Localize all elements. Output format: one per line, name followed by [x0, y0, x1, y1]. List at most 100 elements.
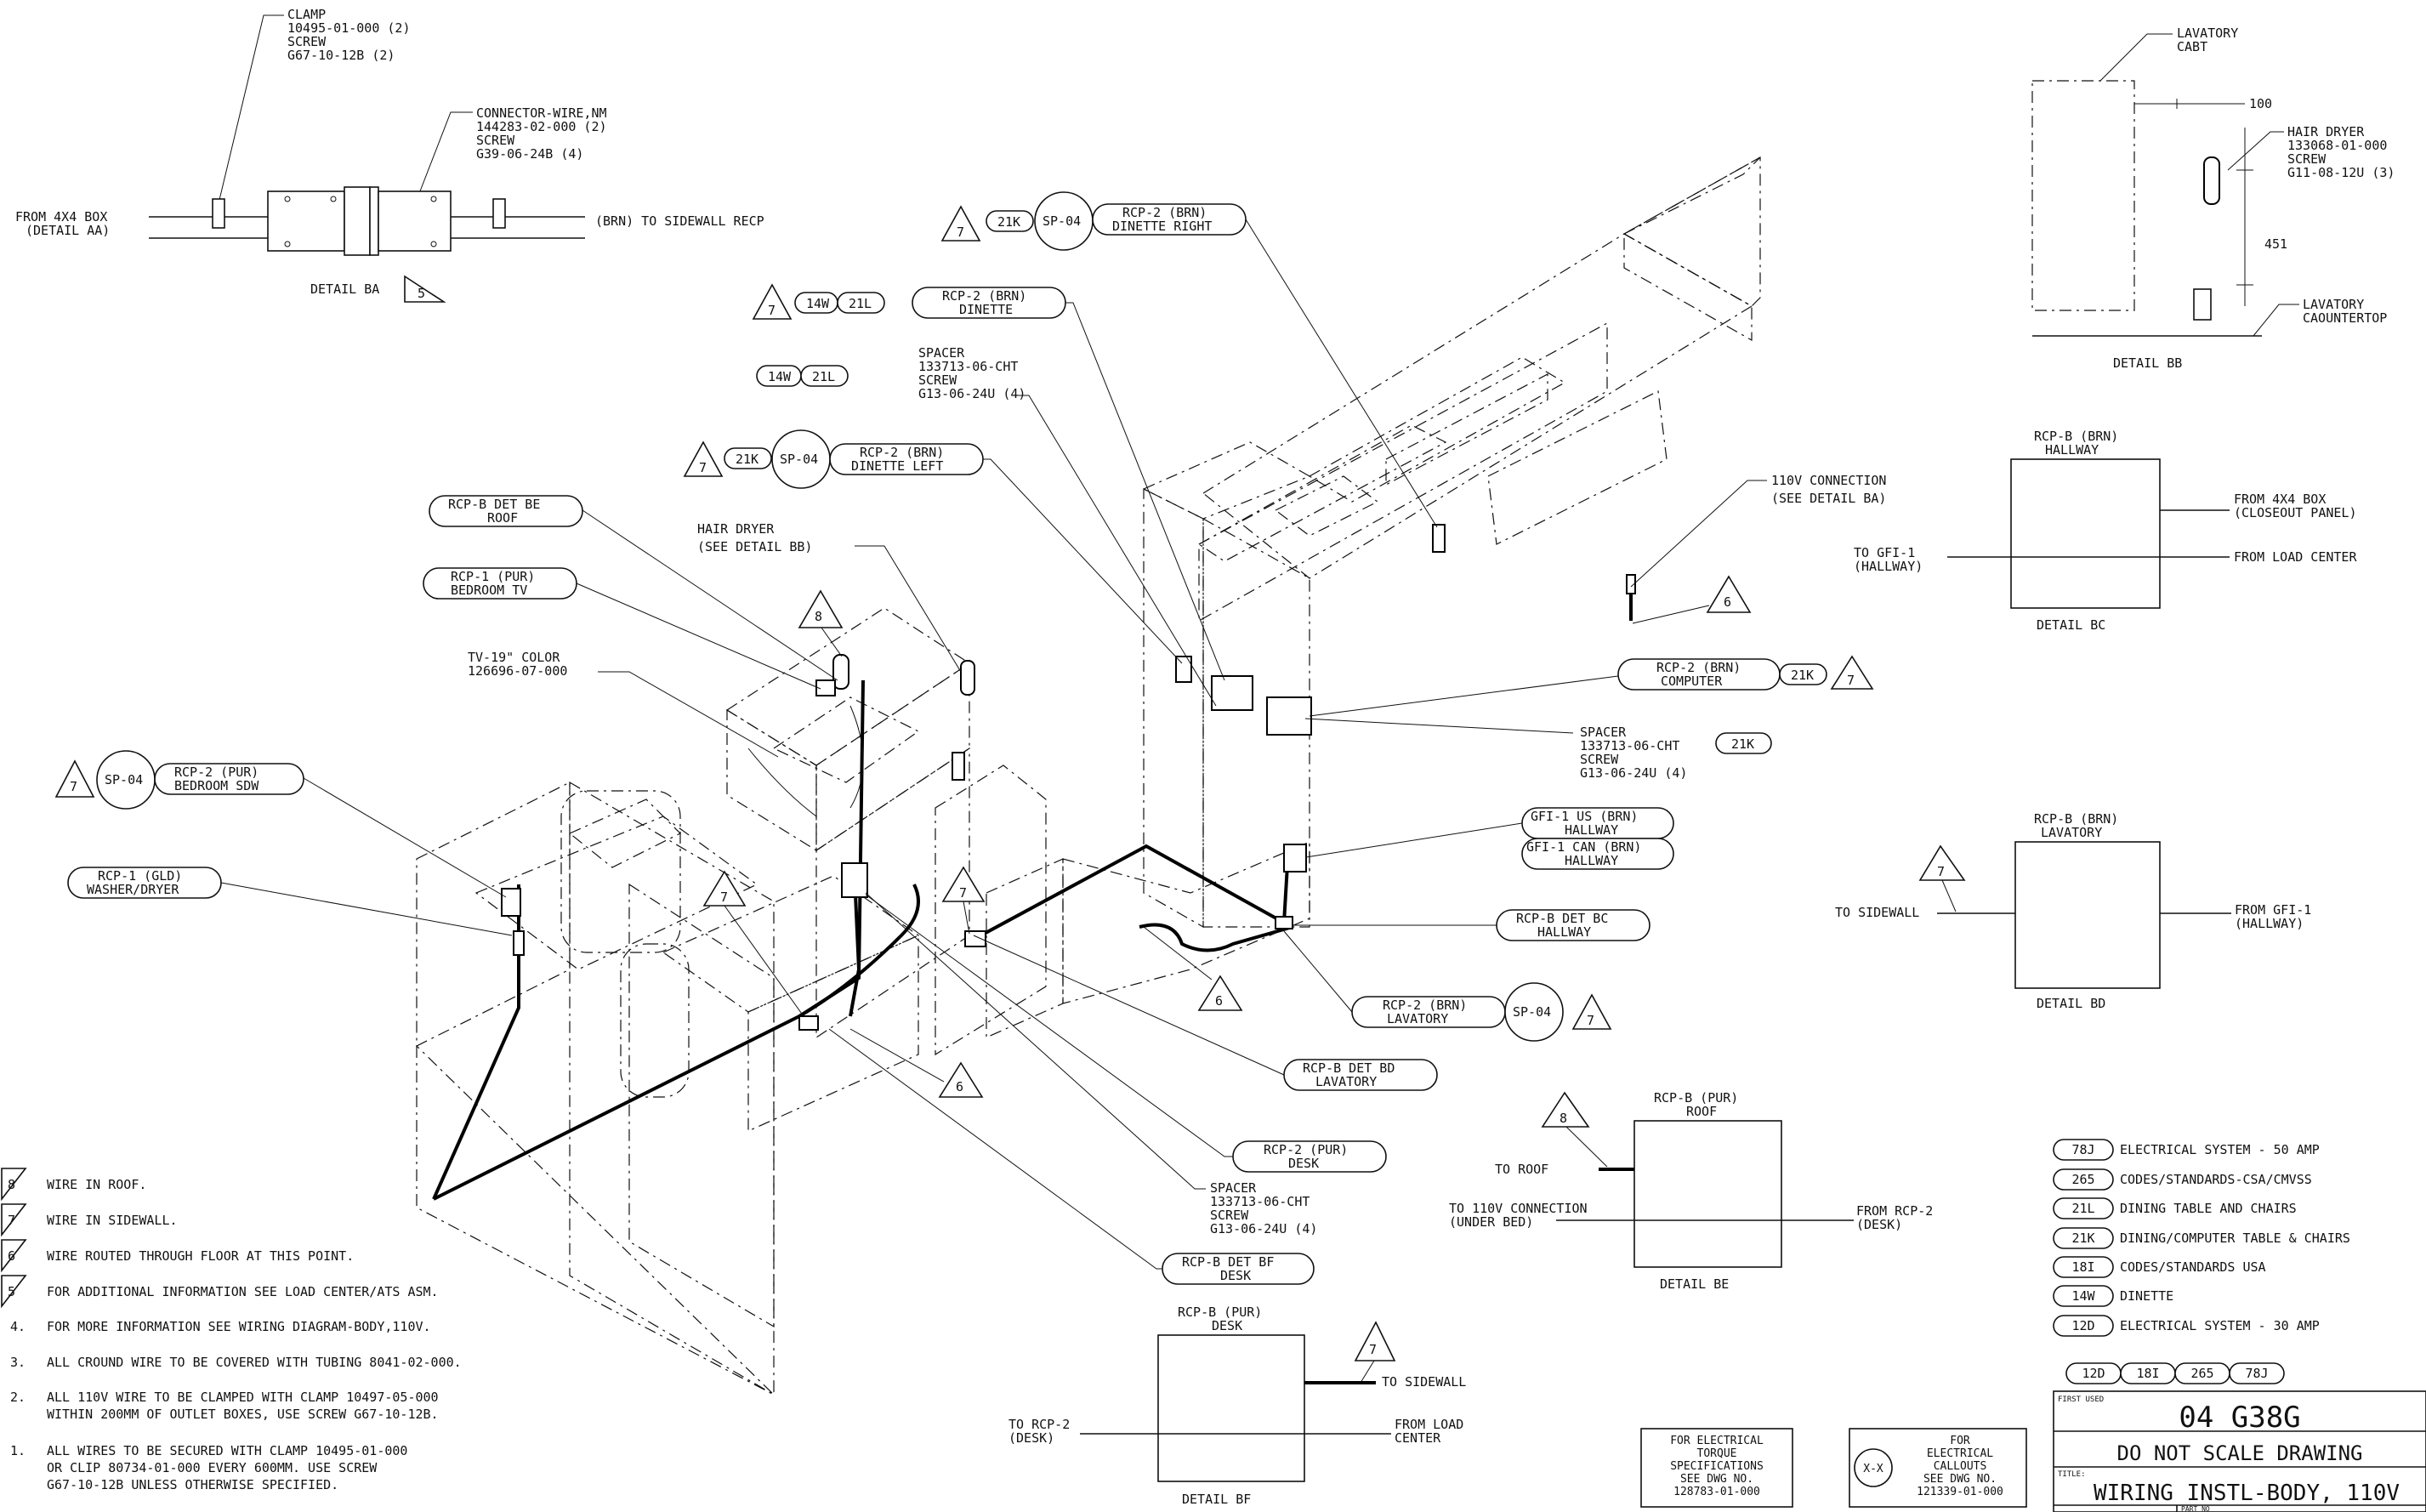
drawing-label: SCREW — [1210, 1208, 1249, 1223]
drawing-label: DINETTE LEFT — [851, 458, 943, 474]
drawing-label: DINETTE RIGHT — [1112, 219, 1212, 234]
drawing-label: RCP-1 (PUR) — [451, 569, 535, 584]
drawing-label: 21K — [1791, 668, 1814, 683]
drawing-label: SCREW — [476, 133, 515, 148]
drawing-label: FOR — [1950, 1435, 1970, 1447]
drawing-label: RCP-2 (BRN) — [1656, 660, 1741, 675]
drawing-label: (SEE DETAIL BA) — [1771, 491, 1886, 506]
first-used-value: 04 G38G — [2179, 1401, 2300, 1435]
drawing-label: 7 — [1937, 864, 1945, 879]
drawing-label: DETAIL BB — [2113, 355, 2182, 371]
drawing-label: (BRN) TO SIDEWALL RECP — [595, 213, 764, 229]
drawing-label: 21L — [812, 369, 835, 384]
drawing-label: GFI-1 CAN (BRN) — [1526, 839, 1641, 855]
drawing-label: 133713-06-CHT — [1580, 738, 1679, 753]
drawing-label: TO 110V CONNECTION — [1449, 1201, 1588, 1216]
drawing-label: HAIR DRYER — [2287, 124, 2365, 139]
note-text: OR CLIP 80734-01-000 EVERY 600MM. USE SC… — [47, 1460, 378, 1475]
drawing-label: RCP-2 (BRN) — [860, 445, 944, 460]
drawing-label: RCP-2 (BRN) — [942, 288, 1026, 304]
note-flag-triangle — [1, 1275, 27, 1309]
legend-code-pill — [2053, 1168, 2114, 1191]
drawing-label: LAVATORY — [1387, 1011, 1448, 1026]
drawing-label: 144283-02-000 (2) — [476, 119, 607, 134]
drawing-label: RCP-B DET BF — [1182, 1254, 1274, 1270]
drawing-label: LAVATORY — [2303, 297, 2364, 312]
drawing-label: HALLWAY — [1565, 822, 1618, 838]
drawing-label: CABT — [2177, 39, 2207, 54]
drawing-label: FROM GFI-1 — [2235, 902, 2311, 918]
drawing-label: SPACER — [1580, 725, 1627, 740]
drawing-label: TO SIDEWALL — [1835, 905, 1919, 920]
drawing-label: HALLWAY — [2045, 442, 2099, 458]
drawing-label: CALLOUTS — [1934, 1460, 1987, 1473]
note-text: FOR MORE INFORMATION SEE WIRING DIAGRAM-… — [47, 1319, 431, 1334]
drawing-label: 6 — [1215, 993, 1223, 1009]
drawing-label: (DESK) — [1008, 1430, 1054, 1446]
drawing-label: SCREW — [918, 372, 957, 388]
drawing-label: CAOUNTERTOP — [2303, 310, 2387, 326]
drawing-label: TO GFI-1 — [1854, 545, 1915, 560]
drawing-label: SEE DWG NO. — [1923, 1473, 1997, 1486]
drawing-label: TO ROOF — [1495, 1162, 1548, 1177]
detail-bb: LAVATORY CABT 100 HAIR DRYER 133068-01-0… — [2031, 26, 2395, 371]
drawing-label: (SEE DETAIL BB) — [697, 539, 812, 554]
drawing-label: 7 — [70, 779, 77, 794]
drawing-label: DESK — [1288, 1156, 1319, 1171]
note-text: WIRE ROUTED THROUGH FLOOR AT THIS POINT. — [47, 1248, 354, 1264]
note-text: FOR ADDITIONAL INFORMATION SEE LOAD CENT… — [47, 1284, 439, 1299]
drawing-label: (DETAIL AA) — [26, 223, 110, 238]
legend-code: 265 — [2071, 1172, 2094, 1187]
drawing-label: FROM 4X4 BOX — [2234, 492, 2326, 507]
drawing-label: FROM RCP-2 — [1856, 1203, 1933, 1219]
note-text: ALL CROUND WIRE TO BE COVERED WITH TUBIN… — [47, 1355, 462, 1370]
legend-text: ELECTRICAL SYSTEM - 50 AMP — [2120, 1142, 2320, 1157]
drawing-label: BEDROOM SDW — [174, 778, 259, 793]
legend-text: DINING TABLE AND CHAIRS — [2120, 1201, 2297, 1216]
drawing-label: SCREW — [1580, 752, 1619, 767]
legend-code-pill — [2053, 1227, 2114, 1249]
legend-code: 21L — [2071, 1201, 2094, 1216]
legend-text: DINETTE — [2120, 1288, 2173, 1304]
note-number: 3. — [10, 1355, 26, 1370]
option-code: 78J — [2245, 1366, 2268, 1381]
drawing-label: 133713-06-CHT — [1210, 1194, 1310, 1209]
drawing-label: G13-06-24U (4) — [1210, 1221, 1317, 1236]
drawing-label: 5 — [418, 286, 425, 301]
option-code: 12D — [2082, 1366, 2105, 1381]
note-number: 6 — [8, 1248, 15, 1264]
drawing-label: CONNECTOR-WIRE,NM — [476, 105, 607, 121]
detail-ba: CLAMP 10495-01-000 (2) SCREW G67-10-12B … — [15, 7, 764, 303]
legend-text: CODES/STANDARDS-CSA/CMVSS — [2120, 1172, 2312, 1187]
drawing-label: GFI-1 US (BRN) — [1531, 809, 1638, 824]
legend-text: CODES/STANDARDS USA — [2120, 1259, 2266, 1275]
detail-bd: RCP-B (BRN) LAVATORY TO SIDEWALL FROM GF… — [1835, 811, 2311, 1011]
drawing-label: SCREW — [287, 34, 327, 49]
note-text: WITHIN 200MM OF OUTLET BOXES, USE SCREW … — [47, 1407, 439, 1422]
drawing-label: RCP-2 (PUR) — [174, 765, 259, 780]
drawing-label: ROOF — [487, 510, 518, 526]
drawing-label: (HALLWAY) — [1854, 559, 1923, 574]
drawing-label: 21K — [1731, 736, 1754, 752]
drawing-label: 126696-07-000 — [468, 663, 567, 679]
note-text: G67-10-12B UNLESS OTHERWISE SPECIFIED. — [47, 1477, 338, 1492]
drawing-label: PART NO — [2181, 1505, 2210, 1512]
option-code-pill — [2229, 1362, 2285, 1384]
drawing-label: TITLE: — [2058, 1470, 2086, 1479]
drawing-label: TV-19" COLOR — [468, 650, 560, 665]
drawing-label: HAIR DRYER — [697, 521, 775, 537]
legend-code: 18I — [2071, 1259, 2094, 1275]
drawing-label: CLAMP — [287, 7, 326, 22]
drawing-label: RCP-2 (BRN) — [1383, 998, 1467, 1013]
drawing-label: ELECTRICAL — [1927, 1447, 1993, 1460]
drawing-label: SCREW — [2287, 151, 2327, 167]
drawing-label: CENTER — [1395, 1430, 1441, 1446]
torque-spec-box: FOR ELECTRICAL TORQUE SPECIFICATIONS SEE… — [1640, 1428, 1793, 1508]
legend-text: DINING/COMPUTER TABLE & CHAIRS — [2120, 1231, 2350, 1246]
drawing-label: 7 — [699, 460, 707, 475]
note-number: 4. — [10, 1319, 26, 1334]
callout-ref-box: X-X FOR ELECTRICAL CALLOUTS SEE DWG NO. … — [1849, 1428, 2027, 1508]
drawing-label: RCP-B (PUR) — [1178, 1305, 1262, 1320]
title-block: FIRST USED 04 G38G DO NOT SCALE DRAWING … — [2053, 1390, 2426, 1512]
